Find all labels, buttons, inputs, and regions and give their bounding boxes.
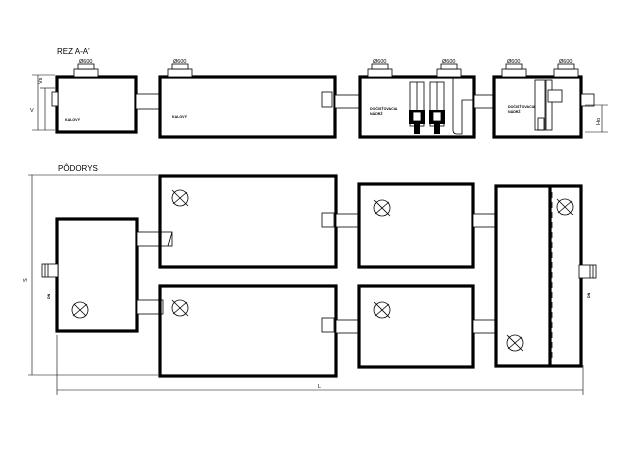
manhole-icon-3b [373, 301, 391, 319]
pipe-1-2 [135, 93, 161, 110]
plan-pipe-2-3a [335, 213, 360, 228]
plan-title: PÔDORYS [58, 164, 98, 173]
pipe-3-4 [473, 94, 495, 109]
plan-pipe-label-1: DN [47, 293, 51, 299]
dim-v-label: V [30, 108, 34, 114]
plan-tank-3a [357, 182, 475, 269]
plan-tank-4: DN [494, 184, 597, 368]
tank-4-label-line2: NÁDRŽ [508, 109, 521, 114]
dim-vs-label: Vs [38, 77, 44, 84]
tank-2-label: KALOVÝ [172, 114, 188, 119]
plan-pipe-2-3b [335, 319, 360, 334]
outlet-pipe-section [580, 93, 595, 107]
plan-pipe-3-4b [472, 319, 498, 334]
manhole-icon-1 [71, 301, 89, 319]
manhole-icon-2a [171, 189, 189, 207]
cover-dim-1: Ø600 [79, 59, 92, 65]
plan-tank-1: DN [41, 217, 139, 333]
tank-3-label-line2: NÁDRŽ [370, 111, 383, 116]
section-tank-3: Ø600 Ø600 DOČISŤOVACIA NÁDRŽ [358, 59, 476, 139]
tank-4-label-line1: DOČISŤOVACIA [508, 104, 536, 109]
manhole-icon-4b [506, 334, 524, 352]
section-view: REZ A-A' V Vs Ø600 KALOVÝ Ø600 [30, 47, 608, 139]
section-tank-4: Ø600 Ø600 DOČISŤOVACIA NÁDRŽ [492, 59, 583, 139]
dim-width-label: S [23, 278, 29, 282]
cover-dim-3a: Ø600 [373, 59, 386, 65]
dim-ho-label: Ho [596, 118, 602, 125]
manhole-icon-2b [171, 299, 189, 317]
left-dimensions: V Vs [30, 74, 55, 131]
manhole-icon-3a [373, 199, 391, 217]
plan-pipe-label-2: DN [587, 292, 591, 298]
manhole-icon-4a [556, 198, 574, 216]
tank-1-label: KALOVÝ [65, 117, 81, 122]
dim-length-label: L [318, 384, 321, 390]
cover-dim-4b: Ø600 [559, 59, 572, 65]
plan-tank-2b [158, 284, 338, 378]
right-dimensions: Ho [585, 104, 608, 133]
equipment-block [409, 81, 445, 134]
plan-tank-2a [158, 174, 338, 269]
plan-view: PÔDORYS S L DN [23, 164, 597, 395]
tank-3-label-line1: DOČISŤOVACIA [370, 106, 398, 111]
length-dimension: L [56, 335, 584, 395]
plan-tank-3b [357, 284, 475, 369]
cover-dim-2: Ø600 [173, 59, 186, 65]
pipe-2-3 [334, 94, 361, 109]
cover-dim-4a: Ø600 [507, 59, 520, 65]
plan-pipe-1-2b [136, 299, 164, 315]
section-tank-1: Ø600 KALOVÝ [51, 59, 138, 134]
cover-dim-3b: Ø600 [442, 59, 455, 65]
plan-pipe-3-4a [472, 213, 498, 228]
section-title: REZ A-A' [57, 47, 90, 56]
section-tank-2: Ø600 KALOVÝ [158, 59, 337, 139]
plan-pipe-1-2a [136, 231, 173, 247]
width-dimension: S [23, 174, 158, 376]
